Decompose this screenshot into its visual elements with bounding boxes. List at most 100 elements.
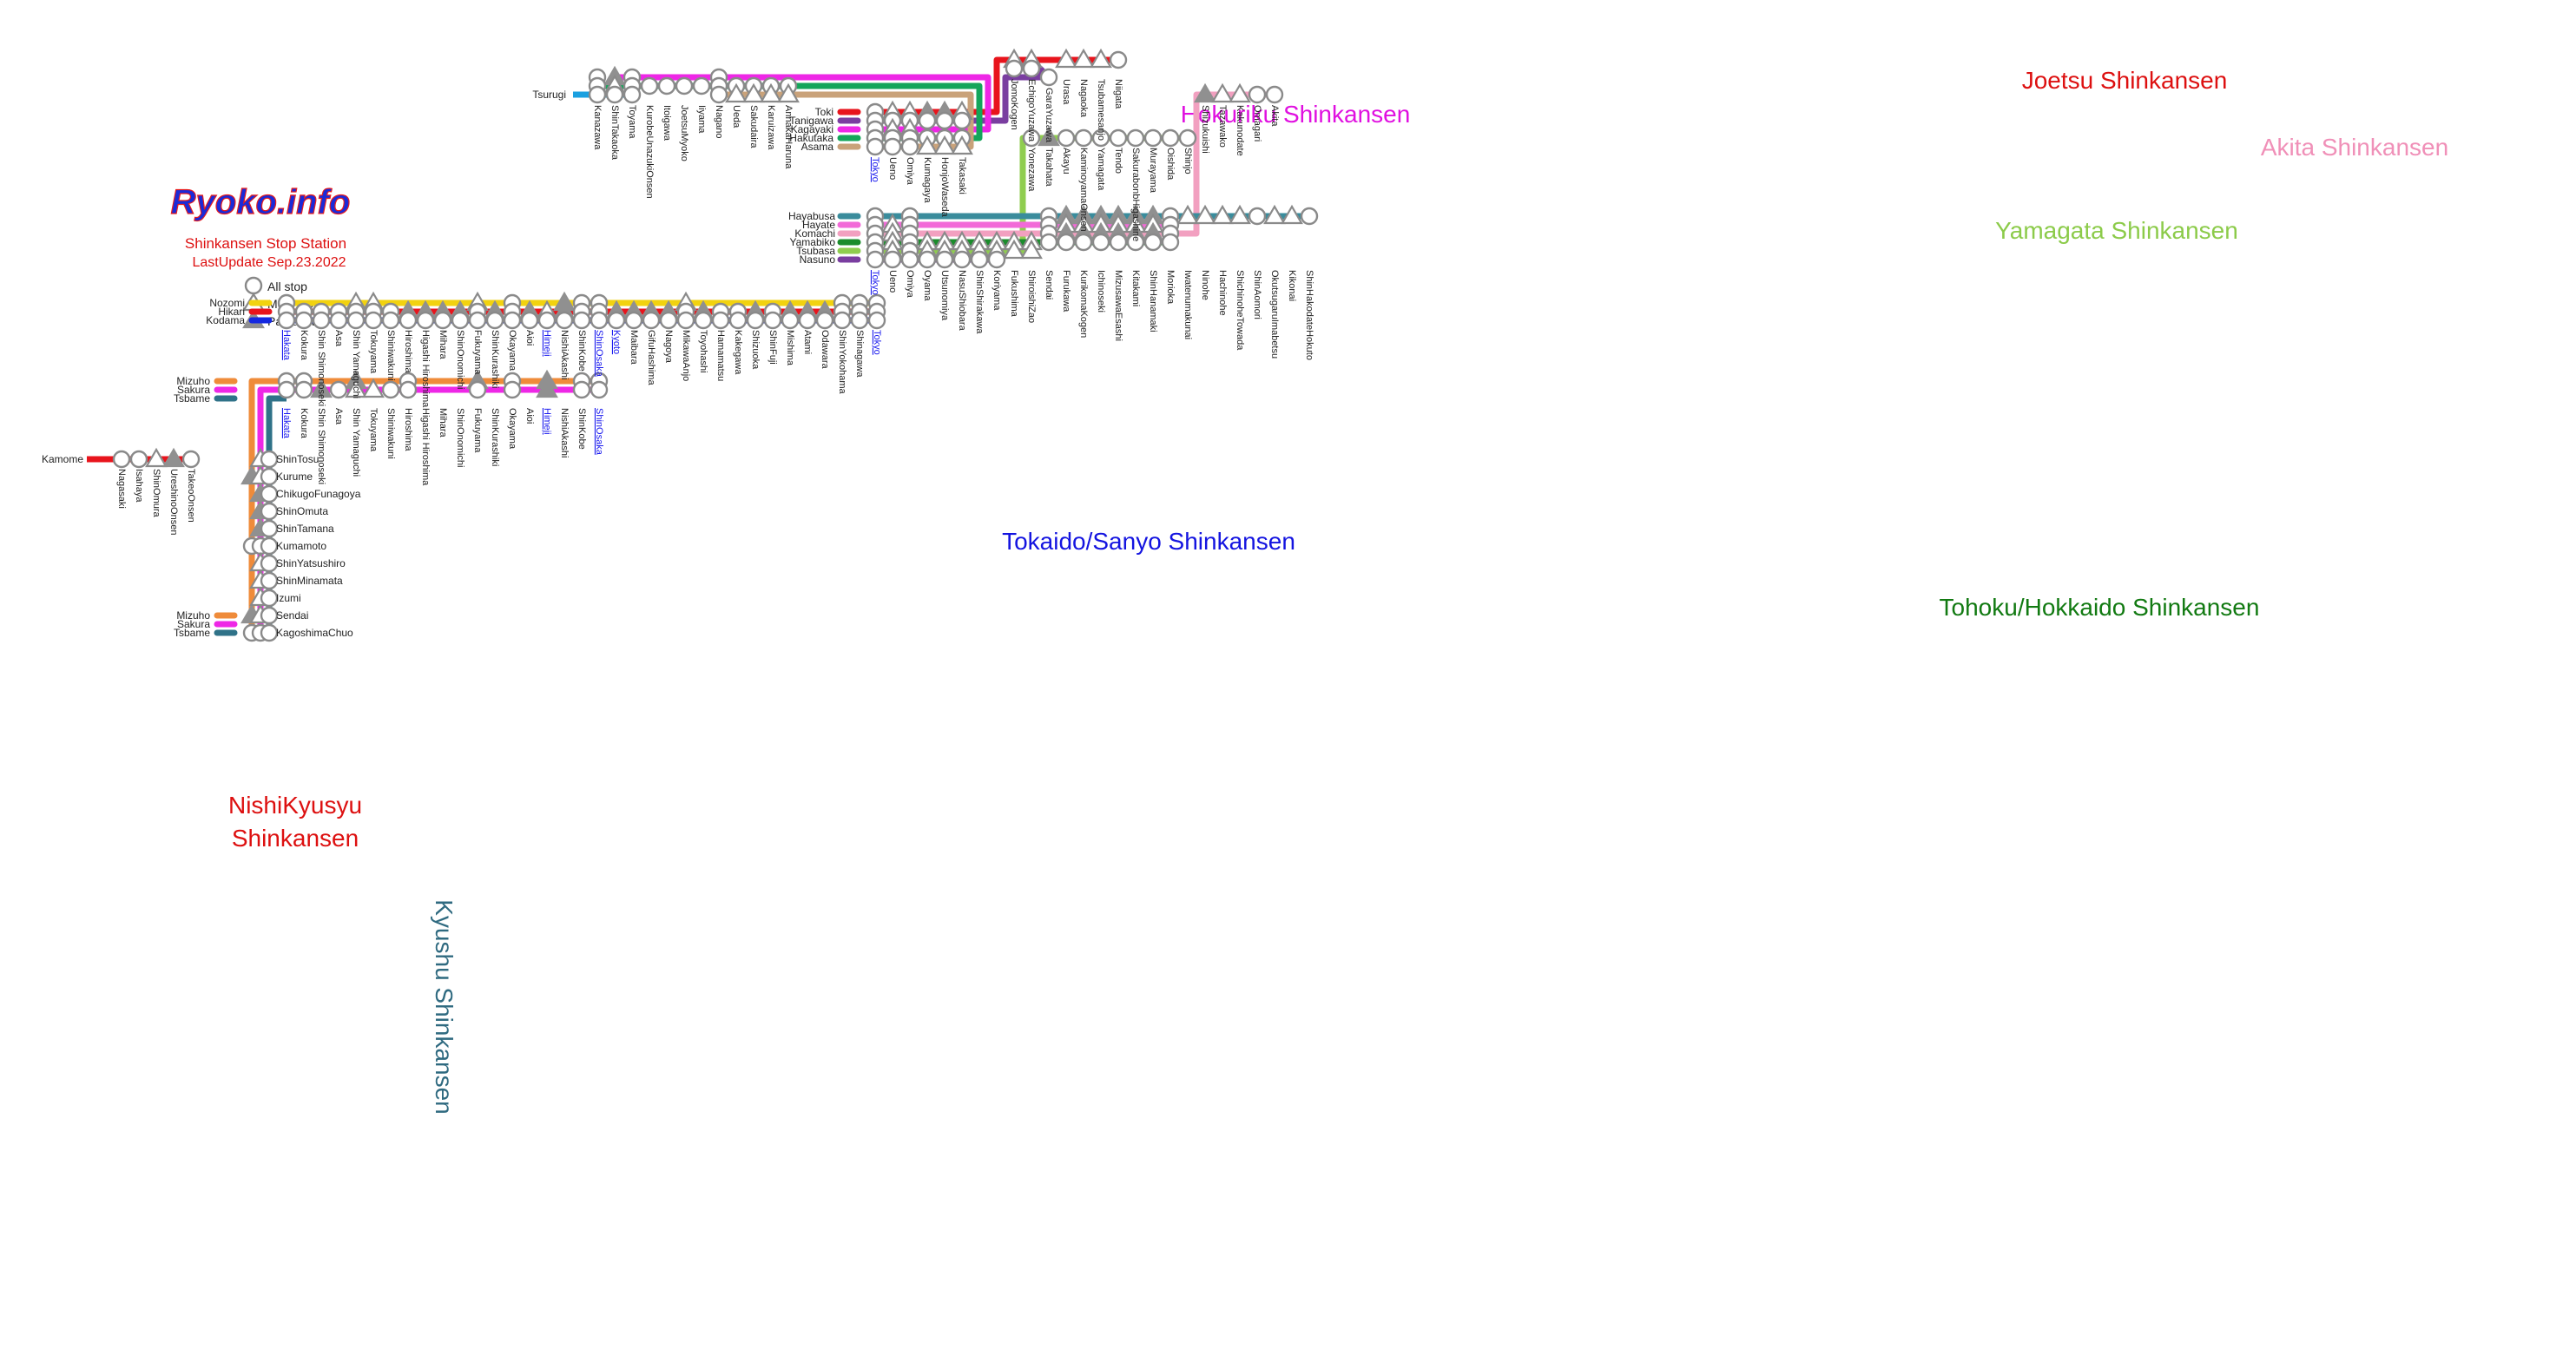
sanyo-station-tokuyama[interactable]: Tokuyama [368,408,379,452]
tokaido-station-shizuoka[interactable]: Shizuoka [750,330,761,370]
tohoku-station-morioka[interactable]: Morioka [1165,270,1176,305]
tokaido-kodama-aioi-all-stop-circle-icon[interactable] [520,311,539,330]
tohoku-hayabusa-shinaomori-all-stop-circle-icon[interactable] [1248,207,1267,226]
tokaido-station-asa[interactable]: Asa [333,330,344,347]
tokyo-north-station-tokyo[interactable]: Tokyo [870,157,880,182]
kyushu-tsubame-kumamoto-all-stop-circle-icon[interactable] [260,536,279,556]
tokyo-north-tanigawa-takasaki-all-stop-circle-icon[interactable] [952,111,972,130]
tohoku-station-kurikomakogen[interactable]: KurikomaKogen [1078,270,1089,338]
tohoku-station-oyama[interactable]: Oyama [922,270,932,301]
nishikyusyu-takeoonsen-all-stop-circle-icon[interactable] [181,450,201,469]
tokaido-kodama-shinkobe-all-stop-circle-icon[interactable] [572,311,591,330]
kyushu-tsubame-shinyatsushiro-all-stop-circle-icon[interactable] [260,554,279,573]
tokaido-kodama-shinyokohama-all-stop-circle-icon[interactable] [833,311,852,330]
joetsu-toki-urasa-most-stop-triangle-icon[interactable] [1055,48,1077,69]
joetsu-station-nagaoka[interactable]: Nagaoka [1078,79,1089,118]
hokuriku-station-annakaharuna[interactable]: AnnakaHaruna [783,105,794,169]
hokuriku-asama-annakaharuna-most-stop-triangle-icon[interactable] [777,82,800,103]
yamagata-station-akayu[interactable]: Akayu [1061,148,1071,174]
sanyo-station-shinkurashiki[interactable]: ShinKurashiki [490,408,500,466]
tokaido-kodama-shinonomichi-all-stop-circle-icon[interactable] [451,311,470,330]
nishikyusyu-nagasaki-all-stop-circle-icon[interactable] [112,450,131,469]
sanyo-station-nishiakashi[interactable]: NishiAkashi [559,408,570,457]
tokyo-north-asama-honjowaseda-most-stop-triangle-icon[interactable] [933,135,956,155]
yamagata-station-yamagata[interactable]: Yamagata [1096,148,1106,191]
tokaido-station-himeji[interactable]: Himeji [542,330,552,357]
tohoku-hayabusa-kikonai-most-stop-triangle-icon[interactable] [1281,204,1303,225]
akita-kakunodate-most-stop-triangle-icon[interactable] [1229,82,1251,103]
sanyo-sakura-shin-shimonoseki-partial-stop-triangle-icon[interactable] [310,378,333,398]
tokaido-station-shinyokohama[interactable]: ShinYokohama [837,330,847,394]
tohoku-nasuno-nasushiobara-all-stop-circle-icon[interactable] [952,250,972,269]
tokaido-kodama-shin-shimonoseki-all-stop-circle-icon[interactable] [312,311,331,330]
tokaido-station-kyoto[interactable]: Kyoto [611,330,622,354]
yamagata-akayu-all-stop-circle-icon[interactable] [1057,128,1076,148]
yamagata-tendo-all-stop-circle-icon[interactable] [1109,128,1128,148]
tokaido-kodama-hakata-all-stop-circle-icon[interactable] [277,311,296,330]
tokaido-station-shin-yamaguchi[interactable]: Shin Yamaguchi [351,330,361,398]
hokuriku-asama-nagano-all-stop-circle-icon[interactable] [709,85,728,104]
kyushu-tsubame-shintamana-all-stop-circle-icon[interactable] [260,519,279,538]
sanyo-station-shinkobe[interactable]: ShinKobe [576,408,587,450]
tokaido-kodama-shiniwakuni-all-stop-circle-icon[interactable] [381,311,400,330]
tokaido-kodama-atami-all-stop-circle-icon[interactable] [798,311,817,330]
kyushu-tsubame-kurume-all-stop-circle-icon[interactable] [260,467,279,486]
tokaido-kodama-mikawaanjo-all-stop-circle-icon[interactable] [676,311,695,330]
sanyo-station-higashi-hiroshima[interactable]: Higashi Hiroshima [420,408,431,486]
tohoku-hayabusa-shinhakodatehokuto-all-stop-circle-icon[interactable] [1300,207,1319,226]
yamagata-yamagata-all-stop-circle-icon[interactable] [1091,128,1110,148]
joetsu-station-tsubamesanjo[interactable]: Tsubamesanjo [1096,79,1106,141]
tokaido-kodama-kakegawa-all-stop-circle-icon[interactable] [728,311,748,330]
yamagata-shinjo-all-stop-circle-icon[interactable] [1178,128,1197,148]
kyushu-tsubame-chikugofunagoya-all-stop-circle-icon[interactable] [260,484,279,503]
tohoku-station-shinhakodatehokuto[interactable]: ShinHakodateHokuto [1304,270,1314,360]
tokaido-station-odawara[interactable]: Odawara [820,330,830,370]
tohoku-station-shinhanamaki[interactable]: ShinHanamaki [1148,270,1158,332]
hokuriku-hakutaka-kurobeunazukionsen-all-stop-circle-icon[interactable] [640,76,659,95]
nishikyusyu-ureshinoonsen-partial-stop-triangle-icon[interactable] [162,447,185,468]
joetsu-station-echigoyuzawa[interactable]: EchigoYuzawa [1026,79,1037,142]
tokaido-station-higashi-hiroshima[interactable]: Higashi Hiroshima [420,330,431,408]
tokyo-north-tanigawa-kumagaya-all-stop-circle-icon[interactable] [918,111,937,130]
sanyo-sakura-hakata-all-stop-circle-icon[interactable] [277,380,296,399]
kyushu-tsubame-shinminamata-all-stop-circle-icon[interactable] [260,571,279,590]
tokaido-kodama-shinosaka-all-stop-circle-icon[interactable] [590,311,609,330]
tohoku-hayabusa-okutsugaruimabetsu-most-stop-triangle-icon[interactable] [1263,204,1286,225]
tokyo-north-asama-takasaki-most-stop-triangle-icon[interactable] [951,135,973,155]
tokaido-station-toyohashi[interactable]: Toyohashi [698,330,708,373]
sanyo-sakura-hiroshima-all-stop-circle-icon[interactable] [399,380,418,399]
tokaido-kodama-odawara-all-stop-circle-icon[interactable] [815,311,834,330]
tohoku-station-omiya[interactable]: Omiya [905,270,915,299]
nishikyusyu-station-nagasaki[interactable]: Nagasaki [116,469,127,509]
tokaido-station-aioi[interactable]: Aioi [524,330,535,345]
tohoku-station-tokyo[interactable]: Tokyo [870,270,880,295]
tohoku-station-kikonai[interactable]: Kikonai [1287,270,1297,301]
tohoku-hayabusa-hachinohe-most-stop-triangle-icon[interactable] [1211,204,1234,225]
yamagata-station-shinjo[interactable]: Shinjo [1183,148,1193,174]
tokaido-station-shinagawa[interactable]: Shinagawa [854,330,865,378]
tokaido-station-okayama[interactable]: Okayama [507,330,517,372]
sanyo-station-asa[interactable]: Asa [333,408,344,425]
sanyo-sakura-okayama-all-stop-circle-icon[interactable] [503,380,522,399]
sanyo-station-shinosaka[interactable]: ShinOsaka [594,408,604,456]
tohoku-station-kitakami[interactable]: Kitakami [1130,270,1141,306]
tokaido-station-hamamatsu[interactable]: Hamamatsu [715,330,726,381]
tohoku-yamabiko-ichinoseki-all-stop-circle-icon[interactable] [1091,233,1110,252]
nishikyusyu-station-ureshinoonsen[interactable]: UreshinoOnsen [168,469,179,535]
tokaido-station-shinonomichi[interactable]: ShinOnomichi [455,330,465,389]
tokaido-station-nagoya[interactable]: Nagoya [663,330,674,364]
nishikyusyu-station-isahaya[interactable]: Isahaya [134,469,144,503]
tohoku-yamabiko-sendai-all-stop-circle-icon[interactable] [1039,233,1058,252]
tohoku-yamabiko-kitakami-all-stop-circle-icon[interactable] [1126,233,1145,252]
tokaido-kodama-himeji-all-stop-circle-icon[interactable] [537,311,557,330]
tokyo-north-station-ueno[interactable]: Ueno [887,157,898,180]
tohoku-station-fukushima[interactable]: Fukushima [1009,270,1019,318]
tokaido-station-shiniwakuni[interactable]: Shiniwakuni [385,330,396,381]
hokuriku-station-karuizawa[interactable]: Karuizawa [766,105,776,150]
hokuriku-tsurugi-toyama-all-stop-circle-icon[interactable] [623,85,642,104]
site-logo[interactable]: Ryoko.info [170,182,351,221]
kyushu-tsubame-kagoshimachuo-all-stop-circle-icon[interactable] [260,623,279,642]
akita-omagari-all-stop-circle-icon[interactable] [1248,85,1267,104]
tokaido-station-mikawaanjo[interactable]: MikawaAnjo [681,330,691,381]
nishikyusyu-isahaya-all-stop-circle-icon[interactable] [129,450,148,469]
